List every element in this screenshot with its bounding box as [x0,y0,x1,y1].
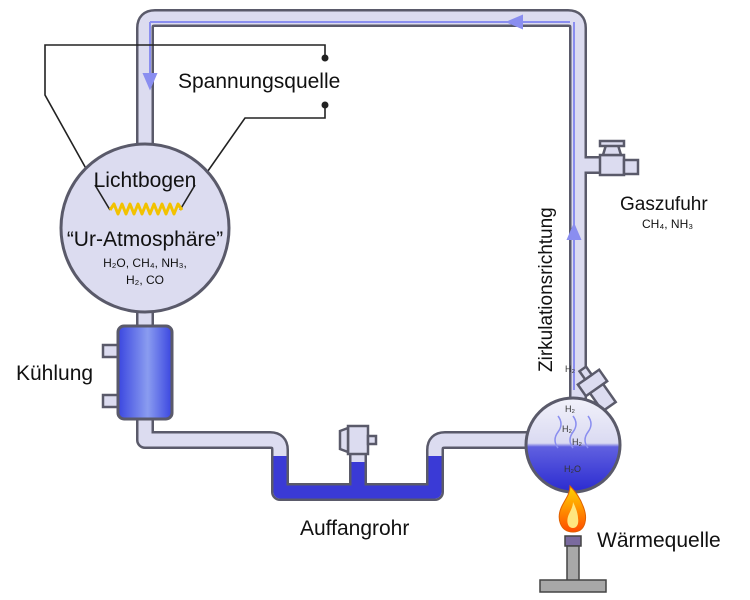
flow-arrows [142,14,582,390]
flow-arrow-icon [142,73,158,91]
flask-h2-label-1: H₂ [565,364,575,374]
electrode-wires [44,44,329,209]
lightning-arc-icon [108,202,184,216]
collected-water [273,456,442,499]
circulation-direction-label: Zirkulationsrichtung [536,207,557,372]
gas-supply-label: Gaszufuhr [620,194,708,215]
atmosphere-sphere [59,142,231,314]
flask-h2-label-3: H₂ [562,424,572,434]
heat-source-label: Wärmequelle [597,529,721,552]
boiling-flask [524,364,622,494]
vapor-waves-icon [554,415,592,449]
arc-label: Lichtbogen [94,169,197,192]
atmosphere-gases-line1: H₂O, CH₄, NH₃, [103,256,187,270]
flask-water-label: H₂O [564,464,581,474]
terminal-top [321,54,329,62]
atmosphere-gases-line2: H₂, CO [126,273,164,287]
gas-supply-gases-label: CH₄, NH₃ [642,217,693,231]
electrode-tips [94,184,196,211]
stopcock-valve-icon [338,424,378,456]
collection-tube-label: Auffangrohr [300,517,409,540]
atmosphere-label: “Ur-Atmosphäre” [67,228,223,251]
stopcock-valve-icon [598,139,640,177]
flask-h2-label-4: H₂ [572,437,582,447]
flask-h2-label-2: H₂ [565,404,575,414]
voltage-source-label: Spannungsquelle [178,70,340,93]
bunsen-burner [539,484,607,593]
flow-arrow-icon [505,14,523,30]
cooling-jacket [101,324,174,421]
terminal-bottom [321,101,329,109]
cooling-label: Kühlung [16,362,93,385]
flow-arrow-icon [566,222,582,240]
